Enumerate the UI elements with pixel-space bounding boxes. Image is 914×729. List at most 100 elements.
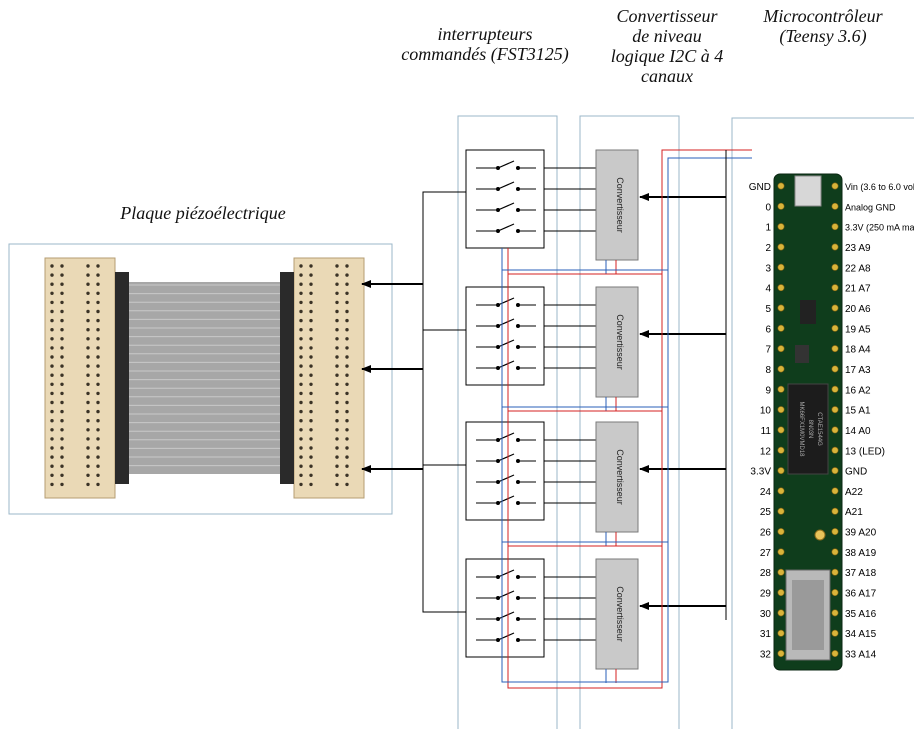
connector-pin-hole	[299, 364, 303, 368]
connector-pin-hole	[50, 282, 54, 286]
connector-pin-hole	[60, 364, 64, 368]
connector-pin-hole	[50, 328, 54, 332]
connector-pin-hole	[299, 409, 303, 414]
connector-pin-hole	[335, 382, 339, 386]
teensy-left-pin-pad	[777, 487, 785, 495]
switches-caption-line-1: interrupteurs	[437, 24, 533, 44]
teensy-right-pin-pad	[831, 629, 839, 637]
teensy-right-pin-label: 14 A0	[845, 426, 871, 437]
connector-pin-hole	[86, 455, 90, 459]
teensy-left-pin-pad	[777, 324, 785, 332]
switches-caption-line-2: commandés (FST3125)	[401, 44, 569, 64]
teensy-small-chip	[800, 300, 816, 324]
switch-blade	[497, 590, 515, 599]
connector-pin-hole	[60, 282, 64, 286]
teensy-right-pin-label: Vin (3.6 to 6.0 volts)	[845, 182, 914, 192]
connector-pin-hole	[309, 437, 313, 441]
teensy-right-pin-pad	[831, 345, 839, 353]
switch-blade	[497, 360, 515, 369]
connector-pin-hole	[60, 391, 64, 396]
teensy-left-pin-label: 29	[760, 589, 772, 600]
microcontroller-caption-line-1: Microcontrôleur	[763, 6, 883, 26]
teensy-right-pin-label: 15 A1	[845, 406, 871, 417]
teensy-right-pin-pad	[831, 365, 839, 373]
connector-pin-hole	[96, 264, 100, 268]
teensy-right-pin-pad	[831, 426, 839, 434]
connector-pin-hole	[96, 446, 100, 450]
microcontroller-caption: Microcontrôleur (Teensy 3.6)	[738, 6, 908, 46]
teensy-right-pin-label: 16 A2	[845, 385, 871, 396]
converter-label: Convertisseur	[615, 314, 625, 370]
connector-pin-hole	[86, 482, 90, 487]
connector-pin-hole	[96, 391, 100, 396]
switch-stage: Convertisseur	[465, 149, 726, 274]
connector-pin-hole	[96, 455, 100, 459]
connector-pin-hole	[299, 346, 303, 350]
teensy-left-pin-pad	[777, 243, 785, 251]
connector-pin-hole	[309, 446, 313, 450]
connector-pin-hole	[309, 473, 313, 477]
connector-pin-hole	[335, 282, 339, 286]
converter-caption-line-2: de niveau	[632, 26, 702, 46]
connector-pin-hole	[50, 264, 54, 268]
connector-pin-hole	[96, 473, 100, 477]
connector-pin-hole	[335, 318, 339, 323]
connector-pin-hole	[335, 464, 339, 468]
connector-pin-hole	[60, 355, 64, 359]
connector-pin-hole	[335, 419, 339, 423]
teensy-left-pin-pad	[777, 263, 785, 271]
connector-pin-hole	[86, 291, 90, 295]
teensy-right-pin-label: Analog GND	[845, 202, 896, 212]
connector-pin-hole	[335, 337, 339, 341]
connector-pin-hole	[60, 346, 64, 350]
connector-pin-hole	[335, 455, 339, 459]
connector-pin-hole	[96, 400, 100, 405]
connector-pin-hole	[309, 328, 313, 332]
connector-pin-hole	[335, 328, 339, 332]
piezo-plate-caption: Plaque piézoélectrique	[98, 203, 308, 223]
teensy-right-pin-pad	[831, 223, 839, 231]
teensy-right-pin-pad	[831, 406, 839, 414]
teensy-left-pin-pad	[777, 507, 785, 515]
teensy-right-pin-pad	[831, 507, 839, 515]
converter-label: Convertisseur	[615, 449, 625, 505]
teensy-right-pin-pad	[831, 324, 839, 332]
connector-pin-hole	[345, 309, 349, 314]
teensy-right-pin-pad	[831, 467, 839, 475]
connector-pin-hole	[335, 409, 339, 414]
connector-pin-hole	[309, 428, 313, 432]
connector-pin-hole	[345, 346, 349, 350]
switch-box	[465, 286, 545, 386]
connector-pin-hole	[309, 464, 313, 468]
connector-pin-hole	[60, 464, 64, 468]
teensy-right-pin-pad	[831, 589, 839, 597]
teensy-right-pin-label: 23 A9	[845, 243, 871, 254]
connector-pin-hole	[86, 282, 90, 286]
switch-blade	[497, 223, 515, 232]
switch-blade	[497, 495, 515, 504]
connector-pin-hole	[50, 446, 54, 450]
connector-pin-hole	[96, 409, 100, 414]
connector-pin-hole	[335, 264, 339, 268]
connector-pin-hole	[86, 446, 90, 450]
connector-pin-hole	[335, 482, 339, 487]
connector-pin-hole	[50, 473, 54, 477]
connector-pin-hole	[60, 382, 64, 386]
teensy-left-pin-label: 4	[765, 284, 771, 295]
switch-box	[465, 558, 545, 658]
connector-pin-hole	[50, 318, 54, 323]
converter-box	[595, 421, 639, 533]
connector-pin-hole	[50, 437, 54, 441]
connector-pin-hole	[299, 309, 303, 314]
connector-pin-hole	[335, 373, 339, 377]
connector-pin-hole	[86, 364, 90, 368]
connector-pin-hole	[86, 419, 90, 423]
connector-pin-hole	[86, 382, 90, 386]
connector-pin-hole	[50, 273, 54, 277]
converter-caption-line-1: Convertisseur	[616, 6, 718, 26]
connector-pin-hole	[50, 337, 54, 341]
connector-pin-hole	[299, 473, 303, 477]
connector-pin-hole	[345, 373, 349, 377]
connector-pin-hole	[60, 291, 64, 295]
connector-pin-hole	[299, 300, 303, 305]
